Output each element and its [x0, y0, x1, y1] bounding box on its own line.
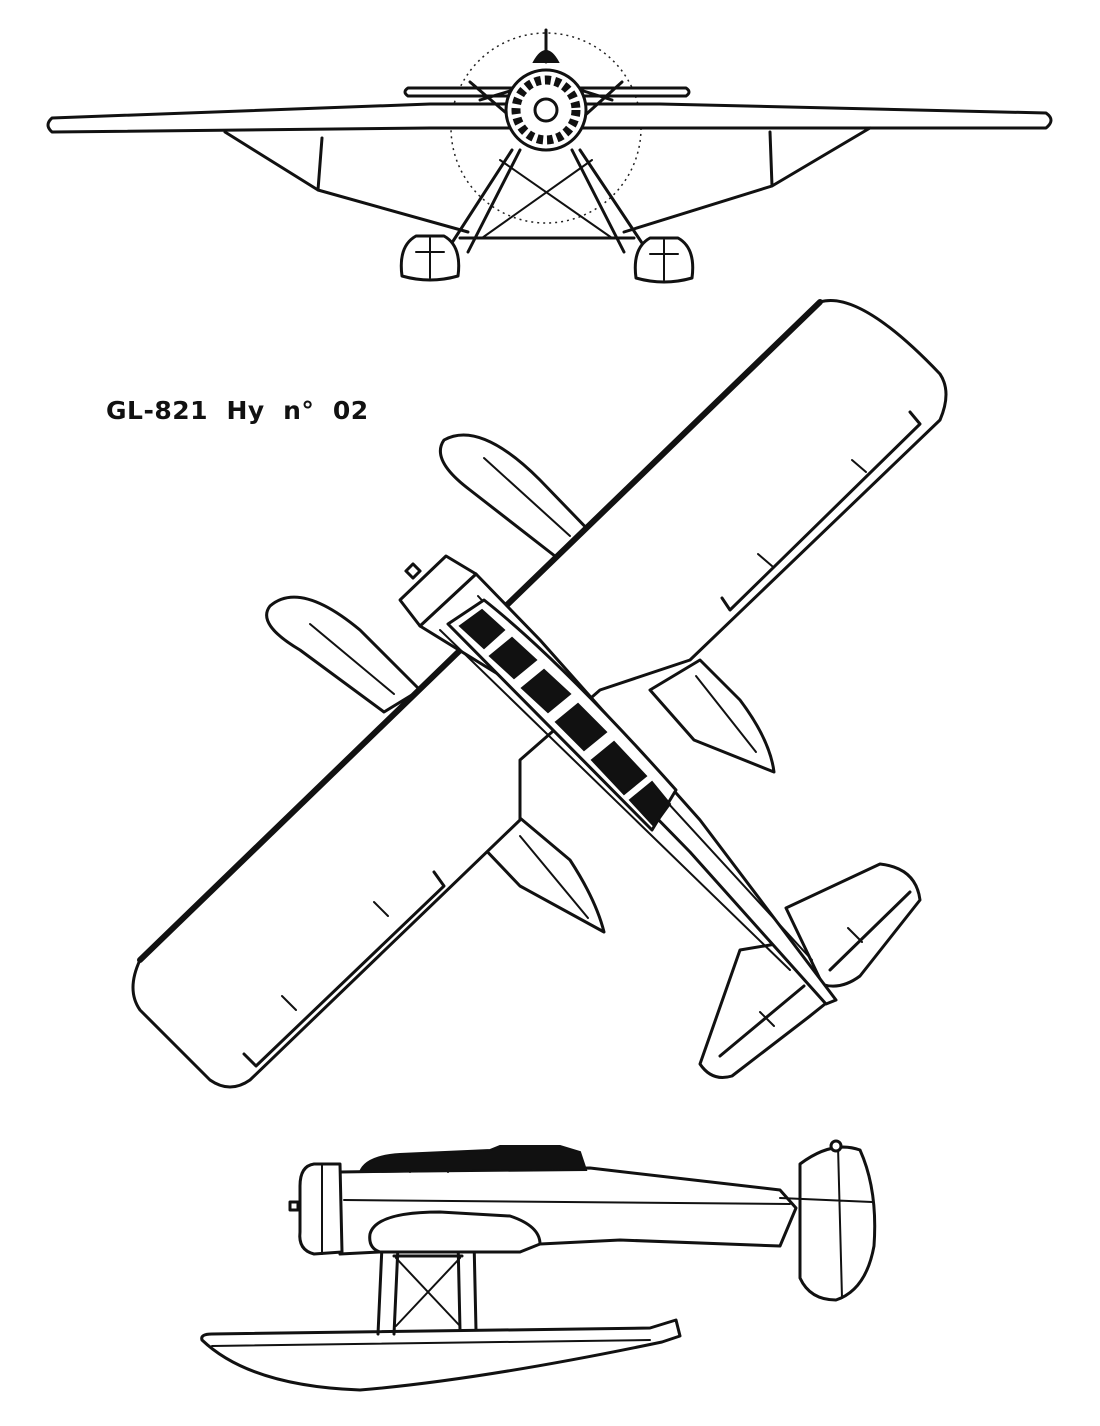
designation: GL-821: [106, 396, 209, 425]
plan-exhaust: [404, 562, 422, 580]
propeller-hub: [533, 97, 559, 123]
variant: Hy: [226, 396, 265, 425]
right-aileron: [720, 410, 922, 612]
cabane-struts: [468, 80, 624, 120]
plan-float-lower-left: [265, 595, 422, 714]
front-view: [46, 28, 1053, 284]
side-canopy: [358, 1145, 588, 1174]
number-label: n°: [283, 396, 315, 425]
side-fin-rudder: [798, 1145, 877, 1302]
plan-float-lower-right: [478, 816, 606, 934]
elevator: [718, 890, 912, 1058]
side-exhaust: [288, 1200, 300, 1212]
canopy-glazing: [458, 608, 672, 828]
float-cross-bracing: [481, 159, 613, 239]
left-wing-strut: [223, 130, 470, 234]
side-view: [200, 1139, 877, 1392]
engine-cylinders: [511, 75, 581, 145]
plan-float-upper-right: [648, 658, 776, 774]
plan-float-upper-left: [438, 433, 600, 562]
number: 02: [332, 396, 369, 425]
side-strut-bracing: [395, 1257, 461, 1327]
aircraft-designation-label: GL-821 Hy n° 02: [106, 396, 369, 425]
plan-view: [131, 299, 948, 1089]
side-cowling: [298, 1162, 344, 1256]
side-wing-root: [368, 1210, 542, 1254]
plan-cowling: [398, 554, 478, 628]
side-float: [200, 1318, 682, 1392]
right-wing-strut: [622, 126, 872, 234]
side-float-struts: [376, 1238, 478, 1336]
left-aileron: [242, 870, 446, 1068]
rudder-mast: [829, 1139, 843, 1153]
